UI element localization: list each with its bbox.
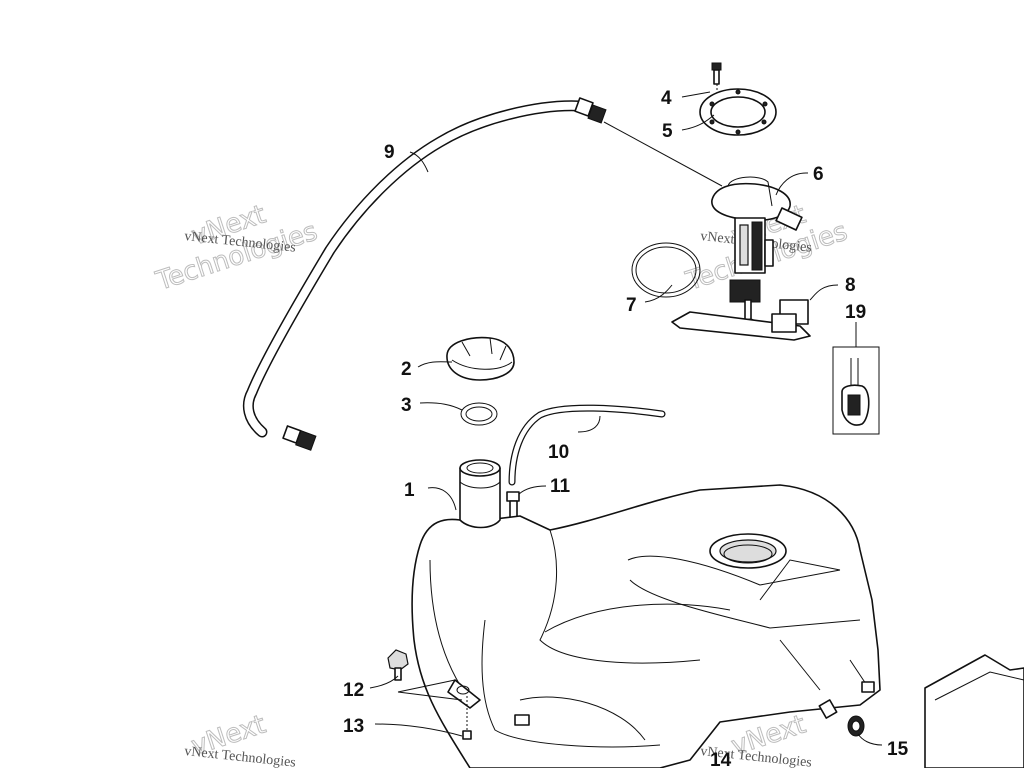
callout-6: 6 — [813, 164, 824, 185]
heat-shield — [924, 654, 1024, 768]
bolt-icon — [462, 696, 472, 740]
push-rivet — [387, 649, 409, 681]
o-ring-seal — [631, 242, 701, 298]
vent-hose — [242, 97, 723, 451]
fuel-pump-module — [711, 176, 803, 326]
callout-14: 14 — [710, 750, 732, 768]
callout-10: 10 — [548, 442, 569, 463]
callout-4: 4 — [661, 88, 672, 109]
callout-7: 7 — [626, 295, 637, 316]
callout-8: 8 — [845, 275, 856, 296]
watermark-bottom-left: vNext vNext Technologies — [184, 709, 297, 768]
retaining-ring — [699, 88, 777, 136]
callout-1: 1 — [404, 480, 415, 501]
callout-9: 9 — [384, 142, 395, 163]
cap-gasket — [460, 402, 498, 426]
callout-13: 13 — [343, 716, 364, 737]
sender-unit-box — [832, 346, 880, 435]
breather-hose — [508, 404, 666, 486]
callout-19: 19 — [845, 302, 866, 323]
callout-12: 12 — [343, 680, 364, 701]
callout-15: 15 — [887, 739, 909, 760]
callout-5: 5 — [662, 121, 673, 142]
callout-3: 3 — [401, 395, 412, 416]
fuel-level-sender — [671, 299, 811, 341]
filler-cap — [446, 336, 515, 381]
callout-2: 2 — [401, 359, 412, 380]
fuel-tank — [411, 459, 881, 768]
callout-11: 11 — [550, 476, 571, 497]
callout-labels: 1 2 3 4 5 6 7 8 9 10 11 12 13 14 15 19 — [343, 88, 909, 768]
grommet — [818, 699, 865, 737]
leader-lines — [369, 91, 883, 746]
watermark-top-left: vNext Technologies vNext Technologies — [151, 199, 321, 297]
